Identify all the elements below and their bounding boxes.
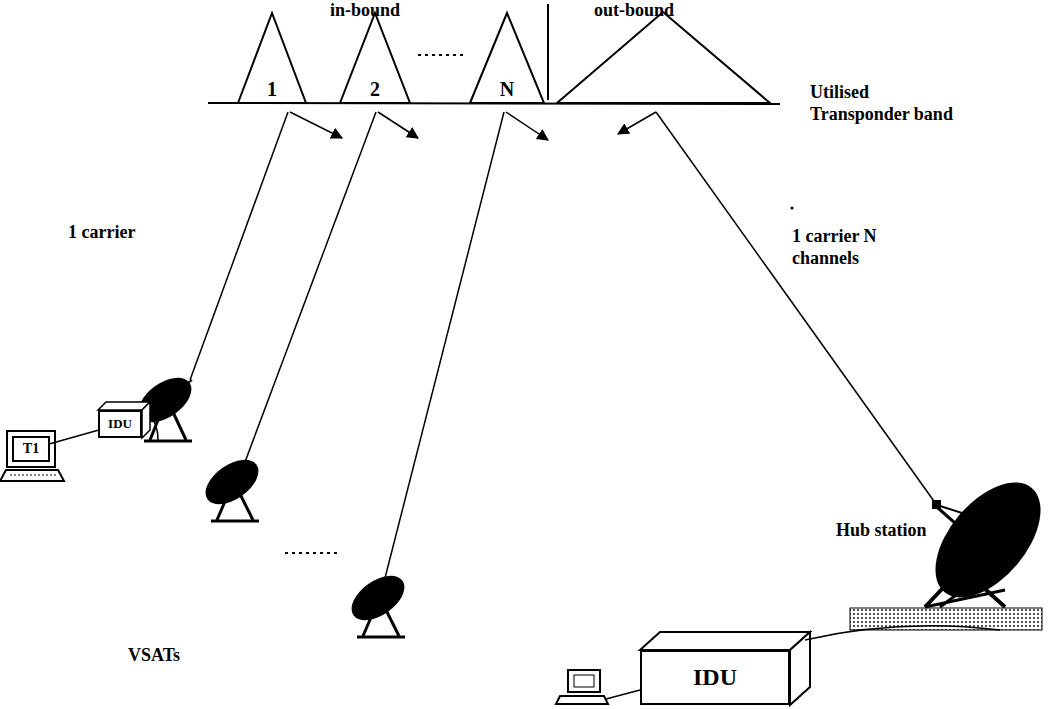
- band-caption: Utilised Transponder band: [810, 82, 972, 125]
- idu-box: IDU: [98, 410, 142, 438]
- triangle-outline: [238, 13, 306, 103]
- computer-monitor: [568, 670, 600, 692]
- arrow: [378, 112, 418, 138]
- station-label: Hub station: [836, 520, 928, 542]
- band-heading: in-bound: [330, 0, 440, 22]
- band-heading: out-bound: [594, 0, 714, 22]
- node-text: N: [500, 78, 514, 100]
- computer-screen: [574, 675, 594, 687]
- cable: [805, 626, 1000, 640]
- cable: [150, 415, 158, 440]
- outbound-carrier: [557, 12, 770, 103]
- idu-top: [640, 632, 810, 650]
- cable: [606, 690, 640, 699]
- triangle-outline: [470, 13, 544, 103]
- node-text: IDU: [693, 664, 737, 690]
- idu-side: [790, 632, 810, 705]
- downlink-line: [656, 112, 936, 504]
- keys: [10, 475, 56, 476]
- group-label: VSATs: [128, 645, 228, 667]
- cable-connector: [50, 430, 98, 443]
- triangle-outline: [340, 13, 410, 103]
- carrier-label: 1 carrier: [68, 222, 178, 244]
- arrow: [618, 112, 656, 134]
- carrier-label: 1 carrier N channels: [792, 226, 896, 269]
- ellipsis-dots: [418, 54, 464, 56]
- terminal-screen: T1: [12, 436, 50, 462]
- arrow: [290, 112, 342, 138]
- uplink-line: [190, 112, 288, 380]
- hub-dish: [850, 463, 1050, 630]
- uplink-line: [245, 112, 376, 462]
- computer-keyboard: [556, 696, 608, 704]
- vsat-dish: [198, 451, 267, 521]
- uplink-line: [385, 112, 504, 578]
- node-text: 1: [267, 78, 277, 100]
- idu-side: [142, 402, 150, 438]
- idu-box: IDU: [640, 650, 790, 705]
- ellipsis-dots: [285, 552, 338, 554]
- band-divider: [547, 4, 549, 100]
- node-text: 2: [370, 78, 380, 100]
- terminal-monitor: [7, 431, 55, 467]
- carrier-triangle: 1: [236, 12, 308, 104]
- arrow: [506, 112, 548, 140]
- vsat-dish: [344, 567, 413, 637]
- carrier-triangle: 2: [338, 12, 412, 104]
- speck: [791, 207, 794, 210]
- terminal-keyboard: [0, 470, 64, 481]
- node-text: IDU: [108, 417, 132, 431]
- node-text: T1: [23, 441, 39, 456]
- carrier-triangle: N: [468, 12, 546, 104]
